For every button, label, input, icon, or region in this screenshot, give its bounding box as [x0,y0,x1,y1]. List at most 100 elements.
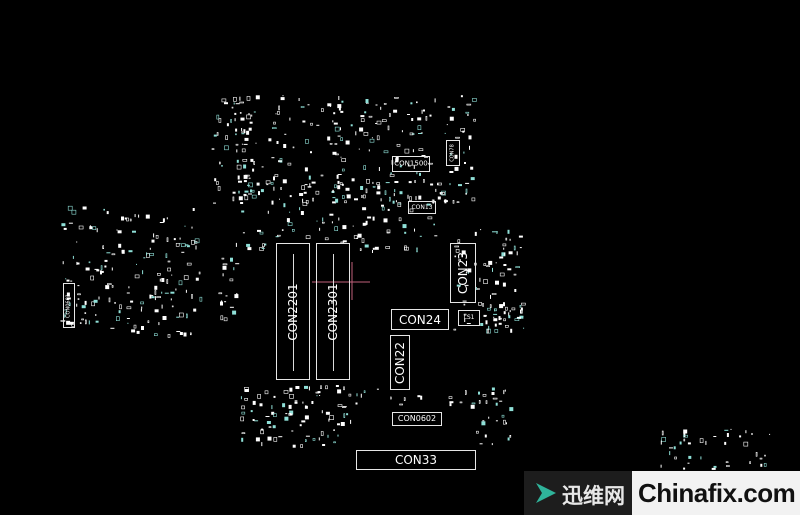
pcb-component [233,97,237,102]
pcb-component [179,243,181,245]
connector-con2301[interactable]: CON2301 [316,243,350,380]
pcb-component [218,118,222,123]
pcb-component [241,437,244,442]
pcb-component [226,123,229,127]
pcb-component [84,312,87,314]
connector-con78[interactable]: CON78 [446,140,460,166]
pcb-component [141,306,143,309]
pcb-component [456,284,461,287]
pcb-component [725,461,729,464]
connector-con24[interactable]: CON24 [391,309,449,330]
pcb-component [435,188,437,192]
pcb-component [465,269,469,271]
connector-label: CON78 [449,144,456,162]
pcb-component [760,463,763,467]
pcb-component [372,247,375,250]
pcb-component [240,117,245,121]
pcb-component [167,260,171,263]
pcb-component [455,136,460,139]
connector-con0602[interactable]: CON0602 [392,412,442,426]
connector-con0601[interactable]: CON0601 [63,283,75,328]
pcb-component [181,243,186,247]
pcb-component [159,222,164,223]
pcb-component [302,401,304,404]
pcb-component [171,305,174,308]
pcb-component [679,441,682,445]
pcb-component [284,133,287,135]
pcb-component [471,402,476,405]
pcb-component [739,435,742,438]
pcb-component [340,110,344,113]
pcb-component [363,390,366,394]
pcb-component [359,248,362,251]
pcb-component [510,328,513,333]
pcb-component [457,239,461,243]
connector-con1500[interactable]: CON1500 [392,156,430,172]
pcb-component [509,238,511,241]
pcb-component [291,430,294,432]
pcb-component [687,462,690,464]
pcb-component [383,218,388,223]
pcb-component [119,304,122,310]
pcb-component [159,278,161,282]
pcb-component [287,222,293,226]
pcb-component [222,263,228,266]
pcb-component [239,101,244,104]
pcb-component [342,406,347,408]
pcb-component [251,114,253,117]
pcb-component [410,102,413,105]
pcb-component [407,114,410,115]
pcb-component [154,333,158,337]
pcb-component [482,303,484,307]
pcb-component [341,168,345,172]
pcb-component [233,102,235,105]
pcb-component [348,393,352,397]
pcb-component [360,186,364,190]
pcb-component [332,120,334,123]
pcb-component [240,416,244,422]
pcb-component [100,270,102,275]
pcb-component [71,209,77,215]
pcb-component [284,416,289,421]
pcb-component [244,190,249,193]
pcb-component [414,228,415,232]
pcb-component [294,400,298,402]
pcb-component [470,177,475,181]
pcb-component [397,202,402,207]
connector-label: CON0602 [397,414,437,423]
connector-ls1[interactable]: LS1 [458,310,480,326]
pcb-component [184,225,186,227]
pcb-component [398,217,402,222]
connector-con2201[interactable]: CON2201 [276,243,310,380]
pcb-component [483,263,487,266]
pcb-component [467,268,472,273]
pcb-component [232,310,237,315]
pcb-component [464,390,467,395]
pcb-component [372,250,373,253]
pcb-component [304,184,308,186]
pcb-component [88,261,91,264]
pcb-component [155,235,159,239]
connector-con13[interactable]: CON13 [408,201,436,214]
pcb-component [268,426,272,428]
pcb-component [161,304,163,309]
pcb-component [518,235,523,238]
pcb-component [273,437,278,442]
pcb-component [289,387,293,392]
pcb-component [467,114,469,116]
connector-con23[interactable]: CON23 [450,243,476,303]
pcb-component [158,322,160,326]
pcb-component [395,158,399,163]
connector-con22[interactable]: CON22 [390,335,410,390]
pcb-component [499,256,504,259]
pcb-component [427,216,433,220]
pcb-component [519,247,522,249]
pcb-component [360,115,365,118]
pcb-component [220,301,223,306]
pcb-component [462,254,463,258]
pcb-component [147,320,150,324]
pcb-component [724,429,729,431]
pcb-component [520,307,523,311]
connector-con33[interactable]: CON33 [356,450,476,470]
